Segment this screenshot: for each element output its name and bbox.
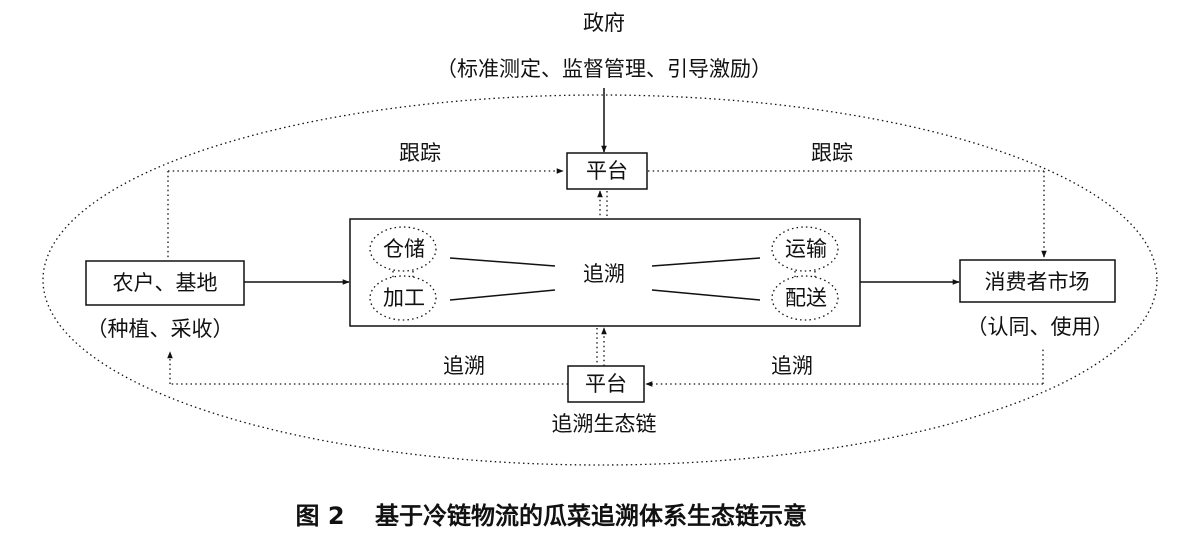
farm-sub-label: （种植、采收） — [87, 317, 234, 341]
government-roles: （标准测定、监督管理、引导激励） — [436, 57, 772, 81]
delivery-node — [771, 275, 839, 321]
track-label-left: 跟踪 — [399, 141, 441, 165]
platform-top-box — [566, 152, 648, 190]
government-label: 政府 — [583, 11, 625, 35]
ecosystem-label: 追溯生态链 — [552, 412, 657, 436]
ecosystem-boundary — [42, 94, 1158, 466]
track-label-right: 跟踪 — [811, 141, 853, 165]
trace-label-left: 追溯 — [443, 354, 485, 378]
processing-node — [369, 275, 437, 321]
figure-title: 基于冷链物流的瓜菜追溯体系生态链示意 — [375, 502, 807, 530]
transport-node — [771, 226, 839, 272]
platform-top-label: 平台 — [586, 159, 628, 183]
market-box — [959, 259, 1116, 303]
market-sub-label: （认同、使用） — [967, 315, 1114, 339]
platform-bottom-box — [567, 365, 645, 403]
processing-label: 加工 — [383, 286, 425, 310]
trace-label-right: 追溯 — [771, 354, 813, 378]
processing-connector — [449, 289, 556, 301]
platform-bottom-label: 平台 — [585, 372, 627, 396]
center-trace-label: 追溯 — [583, 262, 625, 286]
transport-label: 运输 — [785, 237, 827, 261]
delivery-label: 配送 — [785, 286, 827, 310]
figure-number: 图 2 — [295, 502, 344, 530]
farm-label: 农户、基地 — [113, 271, 218, 295]
storage-node — [369, 226, 437, 272]
transport-connector — [651, 257, 761, 267]
storage-connector — [449, 257, 556, 267]
storage-label: 仓储 — [383, 237, 425, 261]
delivery-connector — [651, 289, 761, 301]
farm-box — [85, 260, 245, 306]
market-label: 消费者市场 — [985, 270, 1090, 294]
